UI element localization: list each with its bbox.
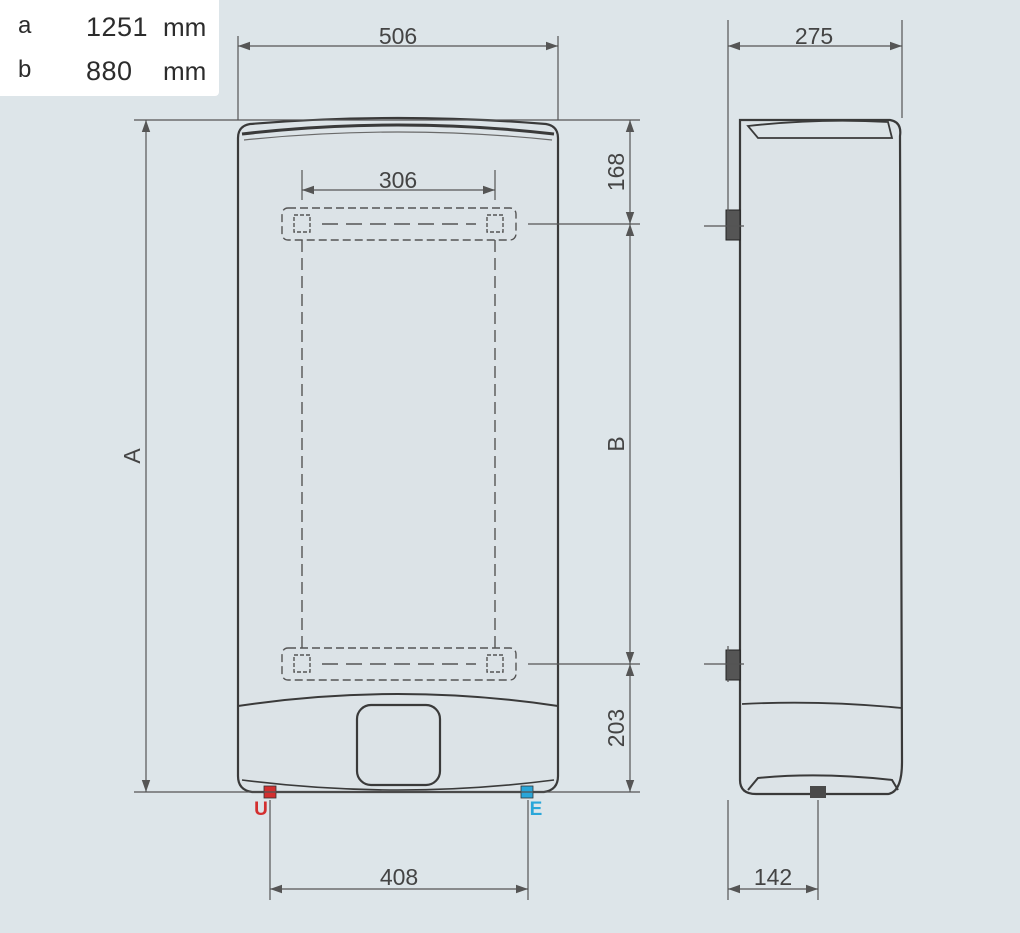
- dimension-spec-table: a 1251 mm b 880 mm: [0, 0, 219, 96]
- side-bottom-bracket-block: [725, 649, 741, 681]
- spec-unit: mm: [163, 12, 207, 42]
- dim-pipe-spacing: 408: [380, 864, 418, 890]
- front-view: U E: [236, 116, 560, 820]
- side-front-panel-edge: [741, 701, 903, 709]
- dim-front-width: 506: [379, 23, 417, 49]
- side-pipe-stub: [810, 786, 826, 798]
- hot-water-label: U: [254, 799, 268, 820]
- spec-letter: a: [18, 12, 32, 39]
- side-bottom-rim: [747, 774, 899, 791]
- dim-height-label: A: [119, 448, 145, 464]
- dim-side-depth: 275: [795, 23, 833, 49]
- side-body: [738, 118, 904, 796]
- cold-water-connection: E: [520, 785, 543, 820]
- front-top-cap-inner: [243, 131, 553, 141]
- front-top-cap: [241, 123, 555, 136]
- front-bottom-curve: [241, 779, 555, 791]
- dim-side-pipe-offset: 142: [754, 864, 792, 890]
- spec-letter: b: [18, 56, 32, 83]
- side-top-rim: [746, 119, 894, 139]
- cold-water-label: E: [530, 799, 543, 820]
- spec-value: 880: [86, 56, 133, 86]
- front-bottom-panel-edge: [237, 693, 559, 707]
- side-view: [725, 118, 904, 798]
- control-display-panel: [355, 703, 442, 787]
- spec-value: 1251: [86, 12, 149, 42]
- side-top-bracket-block: [725, 209, 741, 241]
- dim-bottom-to-bracket: 203: [603, 709, 629, 747]
- dim-bracket-spacing: 306: [379, 167, 417, 193]
- top-mounting-bracket: [281, 207, 517, 241]
- spec-row-a: a 1251 mm: [0, 12, 219, 52]
- bottom-mounting-bracket: [281, 647, 517, 681]
- dimension-lines: [134, 20, 903, 900]
- dim-bracket-height-label: B: [603, 436, 629, 451]
- front-body: [236, 116, 560, 794]
- spec-unit: mm: [163, 56, 207, 86]
- spec-row-b: b 880 mm: [0, 56, 219, 96]
- dim-top-to-bracket: 168: [603, 153, 629, 191]
